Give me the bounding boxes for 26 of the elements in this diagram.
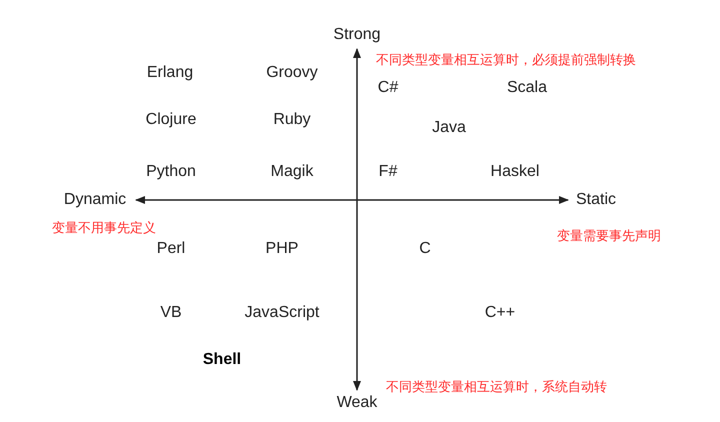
axis-label: Weak: [336, 394, 378, 412]
note-text: 不同类型变量相互运算时，系统自动转: [386, 380, 607, 394]
language-name: Groovy: [266, 64, 318, 82]
note-text: 变量不用事先定义: [52, 220, 156, 236]
axis-label: Static: [576, 191, 616, 209]
axis-label: Dynamic: [64, 191, 126, 209]
language-name: Ruby: [273, 111, 311, 129]
language-name: Shell: [202, 351, 242, 369]
language-name: Haskel: [490, 163, 540, 181]
axis-label: Strong: [333, 26, 381, 44]
language-name: F#: [378, 163, 398, 181]
language-name: C++: [484, 304, 516, 322]
language-name: Python: [146, 163, 196, 181]
note-text: 不同类型变量相互运算时，必须提前强制转换: [376, 52, 636, 68]
language-name: PHP: [266, 240, 298, 258]
language-name: Scala: [506, 79, 548, 97]
language-name: Erlang: [146, 64, 194, 82]
language-name: JavaScript: [244, 304, 320, 322]
language-name: C#: [378, 79, 398, 97]
language-name: Java: [432, 119, 466, 137]
language-name: Perl: [156, 240, 186, 258]
language-name: Magik: [270, 163, 314, 181]
note-text: 变量需要事先声明: [557, 228, 661, 244]
language-name: Clojure: [146, 111, 196, 129]
language-name: VB: [160, 304, 182, 322]
language-name: C: [419, 240, 431, 258]
